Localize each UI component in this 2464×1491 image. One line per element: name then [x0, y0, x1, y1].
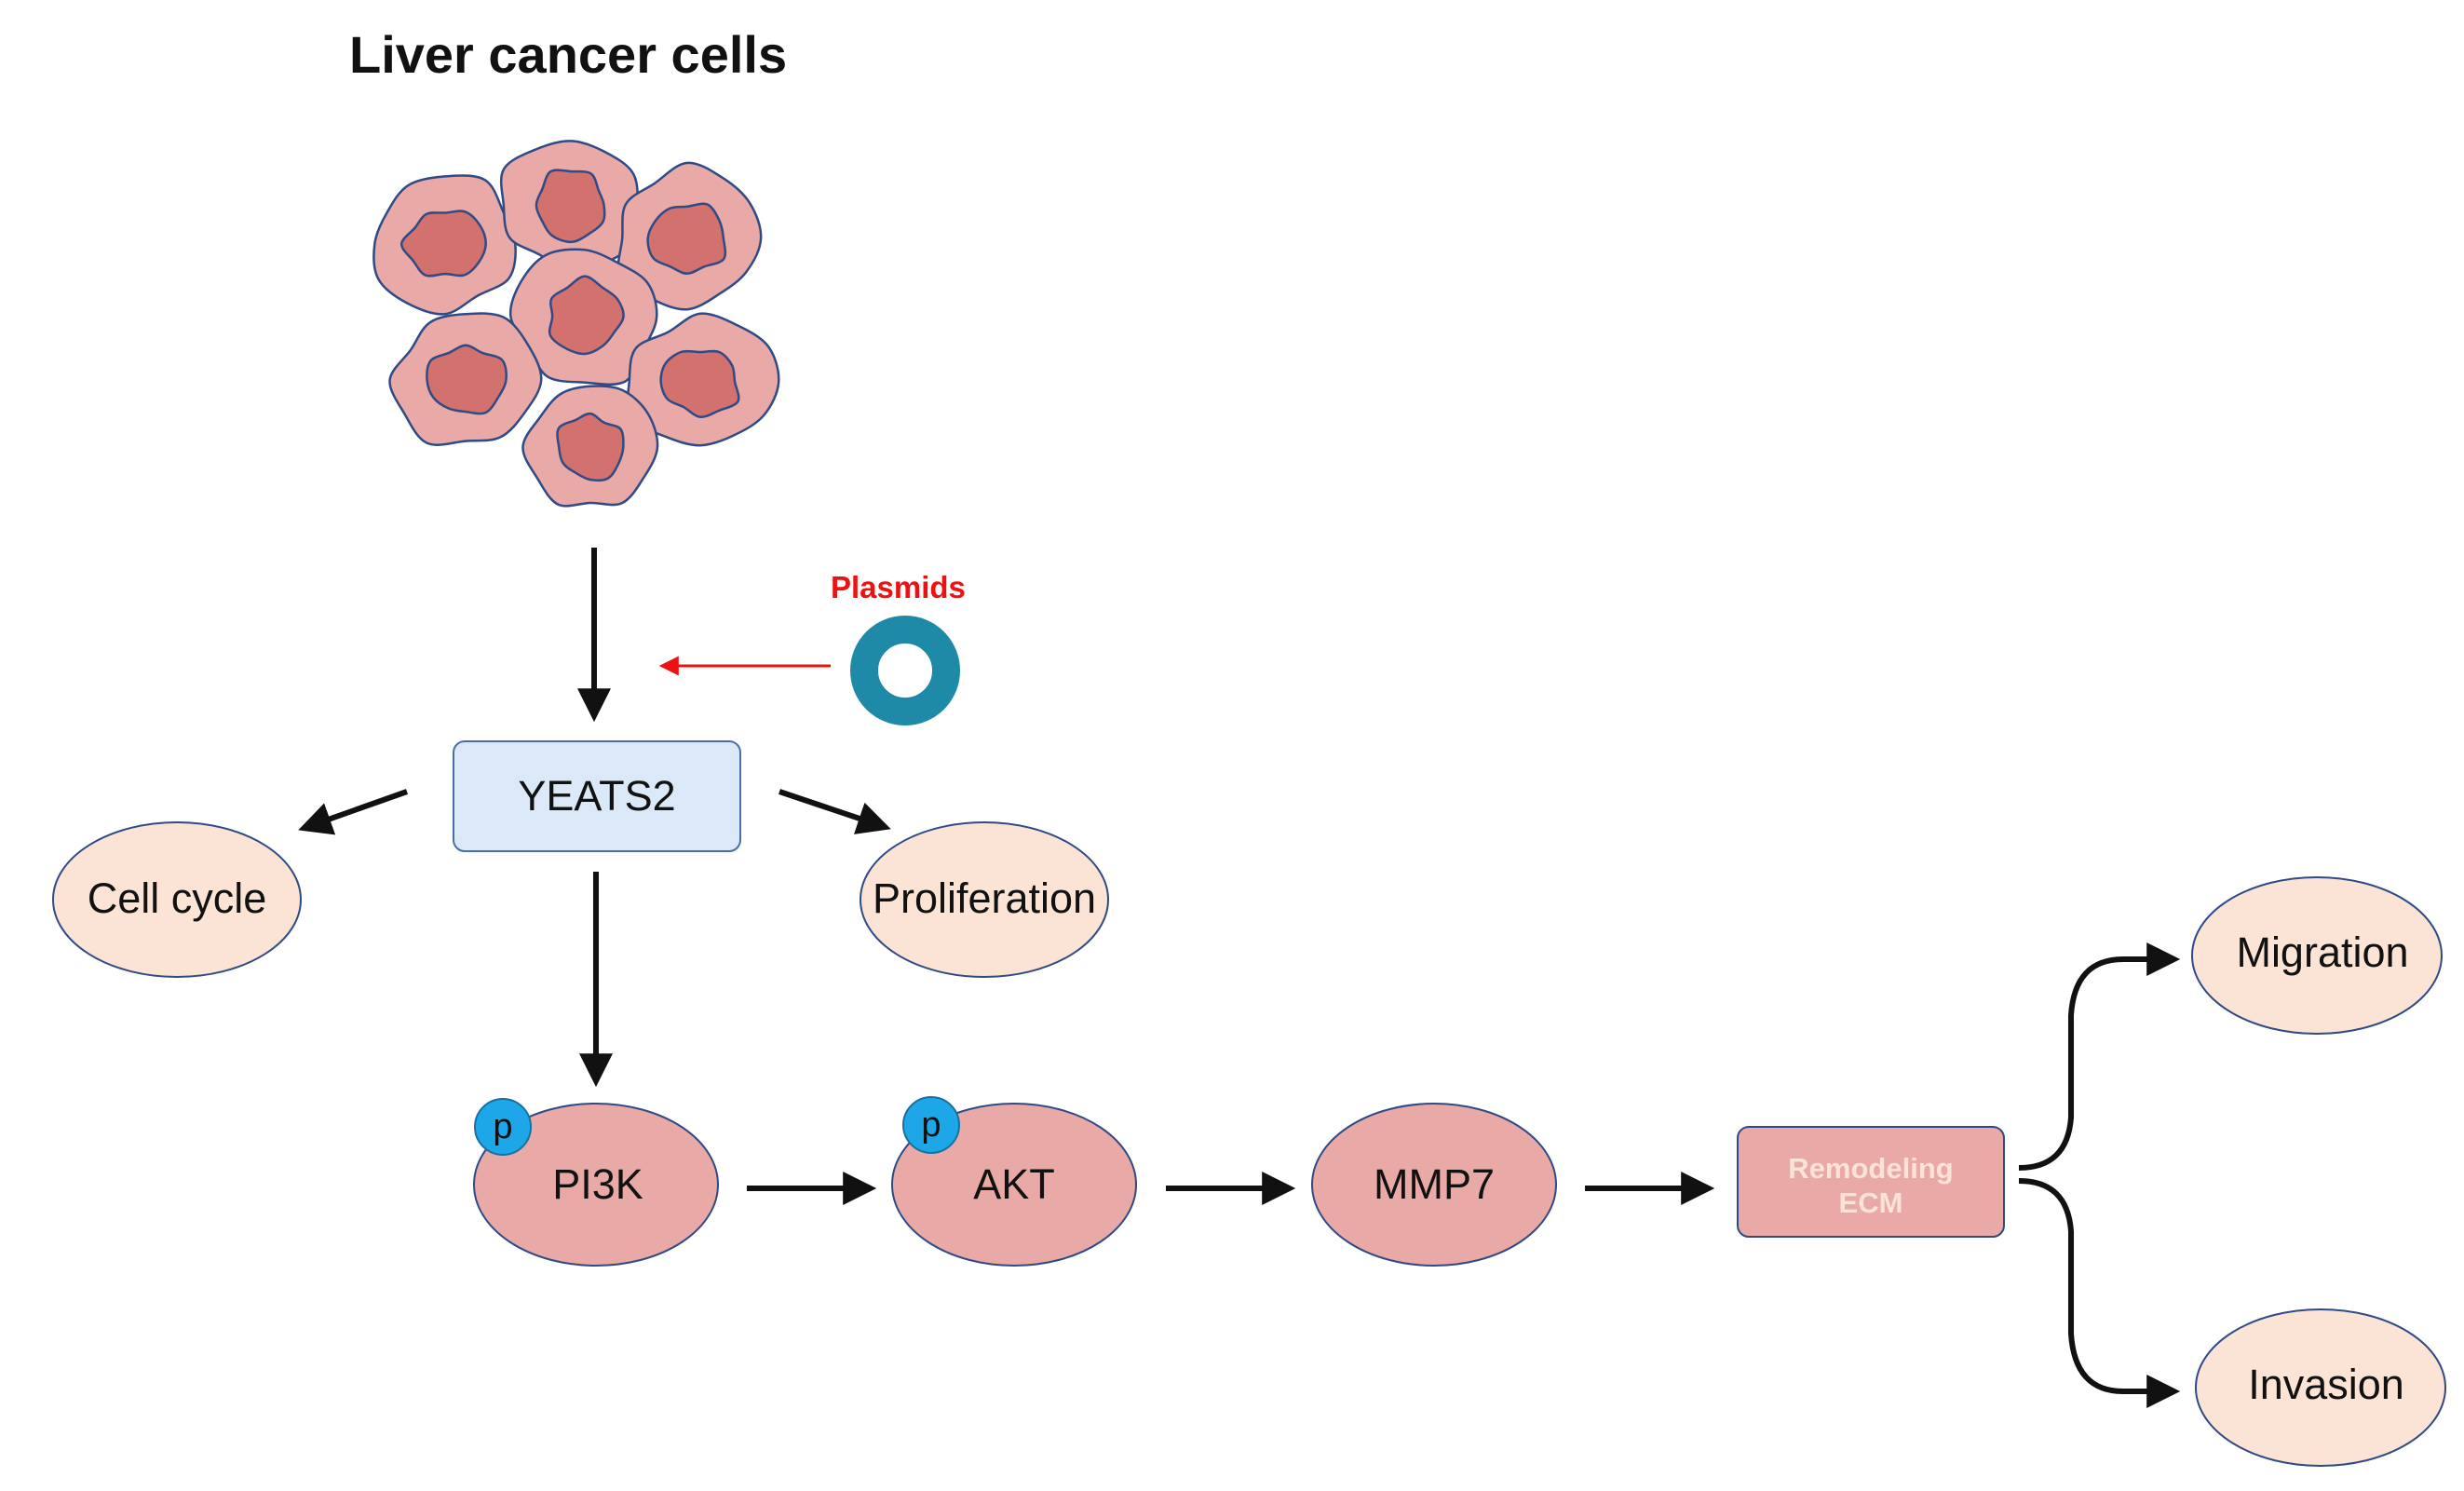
- proliferation-node: [860, 821, 1109, 978]
- yeats2-label: YEATS2: [518, 772, 675, 820]
- diagram-title: Liver cancer cells: [349, 25, 787, 84]
- proliferation-label: Proliferation: [873, 874, 1096, 922]
- plasmid-label: Plasmids: [831, 570, 966, 604]
- arrow-remodeling-to-invasion: [2018, 1178, 2181, 1408]
- cancer-cell-nucleus: [659, 349, 740, 418]
- pi3k-node: [473, 1103, 719, 1267]
- cancer-cell-nucleus: [646, 202, 727, 276]
- cancer-cell-nucleus: [535, 169, 606, 244]
- liver-cancer-cell-cluster: [372, 140, 780, 508]
- cancer-cell-nucleus: [426, 344, 508, 415]
- akt-phospho-label: p: [921, 1105, 941, 1145]
- arrow-yeats2-to-cell-cycle: [298, 789, 409, 835]
- migration-node: [2191, 876, 2443, 1035]
- pi3k-label: PI3K: [552, 1160, 643, 1208]
- mmp7-node: [1311, 1103, 1557, 1267]
- mmp7-label: MMP7: [1374, 1160, 1495, 1208]
- pi3k-phospho-label: p: [493, 1107, 512, 1146]
- cancer-cell-nucleus: [399, 210, 487, 278]
- akt-label: AKT: [973, 1160, 1055, 1208]
- remodeling-label-line1: Remodeling: [1788, 1152, 1953, 1185]
- cancer-cell-nucleus: [548, 275, 625, 356]
- pi3k-phospho-badge: [474, 1098, 532, 1156]
- akt-phospho-badge: [902, 1096, 960, 1154]
- remodeling-ecm-node: [1737, 1126, 2005, 1238]
- remodeling-label-line2: ECM: [1839, 1186, 1903, 1219]
- cell-cycle-label: Cell cycle: [88, 874, 267, 922]
- arrow-remodeling-to-migration: [2018, 942, 2181, 1171]
- plasmid-icon: [850, 616, 960, 725]
- migration-label: Migration: [2236, 928, 2408, 976]
- cell-cycle-node: [52, 821, 302, 978]
- yeats2-node: [453, 740, 741, 852]
- invasion-node: [2195, 1308, 2446, 1467]
- akt-node: [891, 1103, 1137, 1267]
- arrow-yeats2-to-proliferation: [778, 789, 891, 834]
- cancer-cell-nucleus: [556, 412, 625, 482]
- invasion-label: Invasion: [2248, 1361, 2404, 1408]
